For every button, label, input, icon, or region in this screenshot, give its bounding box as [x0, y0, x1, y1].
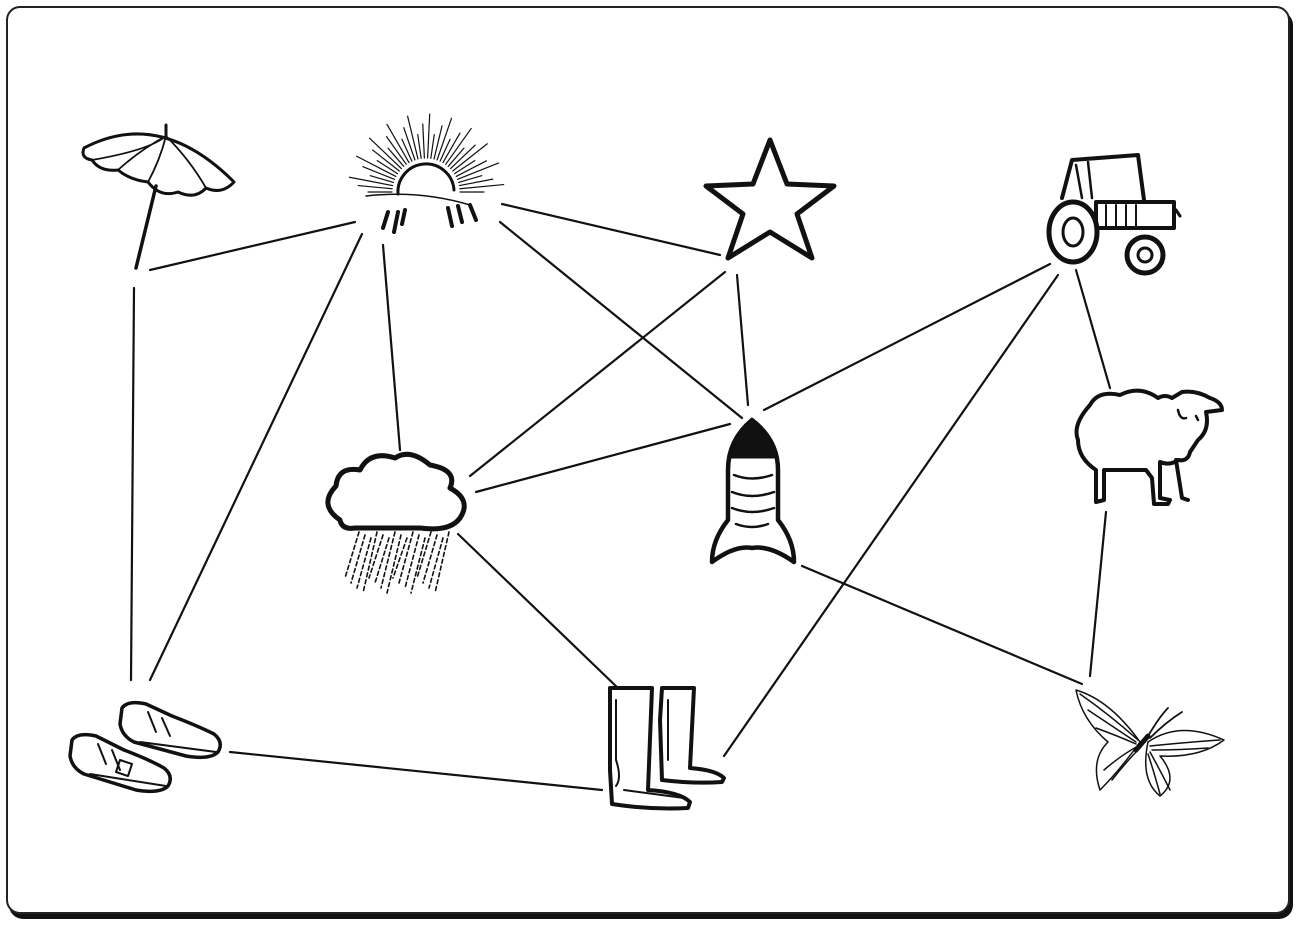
tractor-icon — [1049, 155, 1180, 273]
edge-sun-cloud — [383, 245, 400, 450]
rain-cloud-icon — [328, 454, 464, 593]
sun-icon — [349, 114, 503, 232]
edge-parasol-shoes — [131, 288, 134, 680]
edge-rocket-tractor — [764, 264, 1050, 410]
edge-parasol-sun — [150, 222, 355, 270]
butterfly-icon — [1076, 690, 1224, 796]
edge-star-rocket — [737, 275, 748, 405]
edge-sheep-butterfly — [1090, 512, 1106, 676]
edge-cloud-rocket — [476, 424, 730, 492]
sheep-icon — [1077, 391, 1223, 504]
edge-sun-shoes — [150, 234, 362, 680]
edge-shoes-boots — [230, 752, 602, 790]
rubber-boots-icon — [610, 688, 724, 809]
star-icon — [706, 140, 834, 258]
shoes-icon — [70, 703, 220, 792]
edge-sun-star — [502, 204, 720, 255]
edge-cloud-boots — [458, 534, 620, 690]
rocket-icon — [712, 420, 794, 562]
parasol-icon — [83, 125, 234, 268]
edge-tractor-sheep — [1076, 270, 1110, 388]
